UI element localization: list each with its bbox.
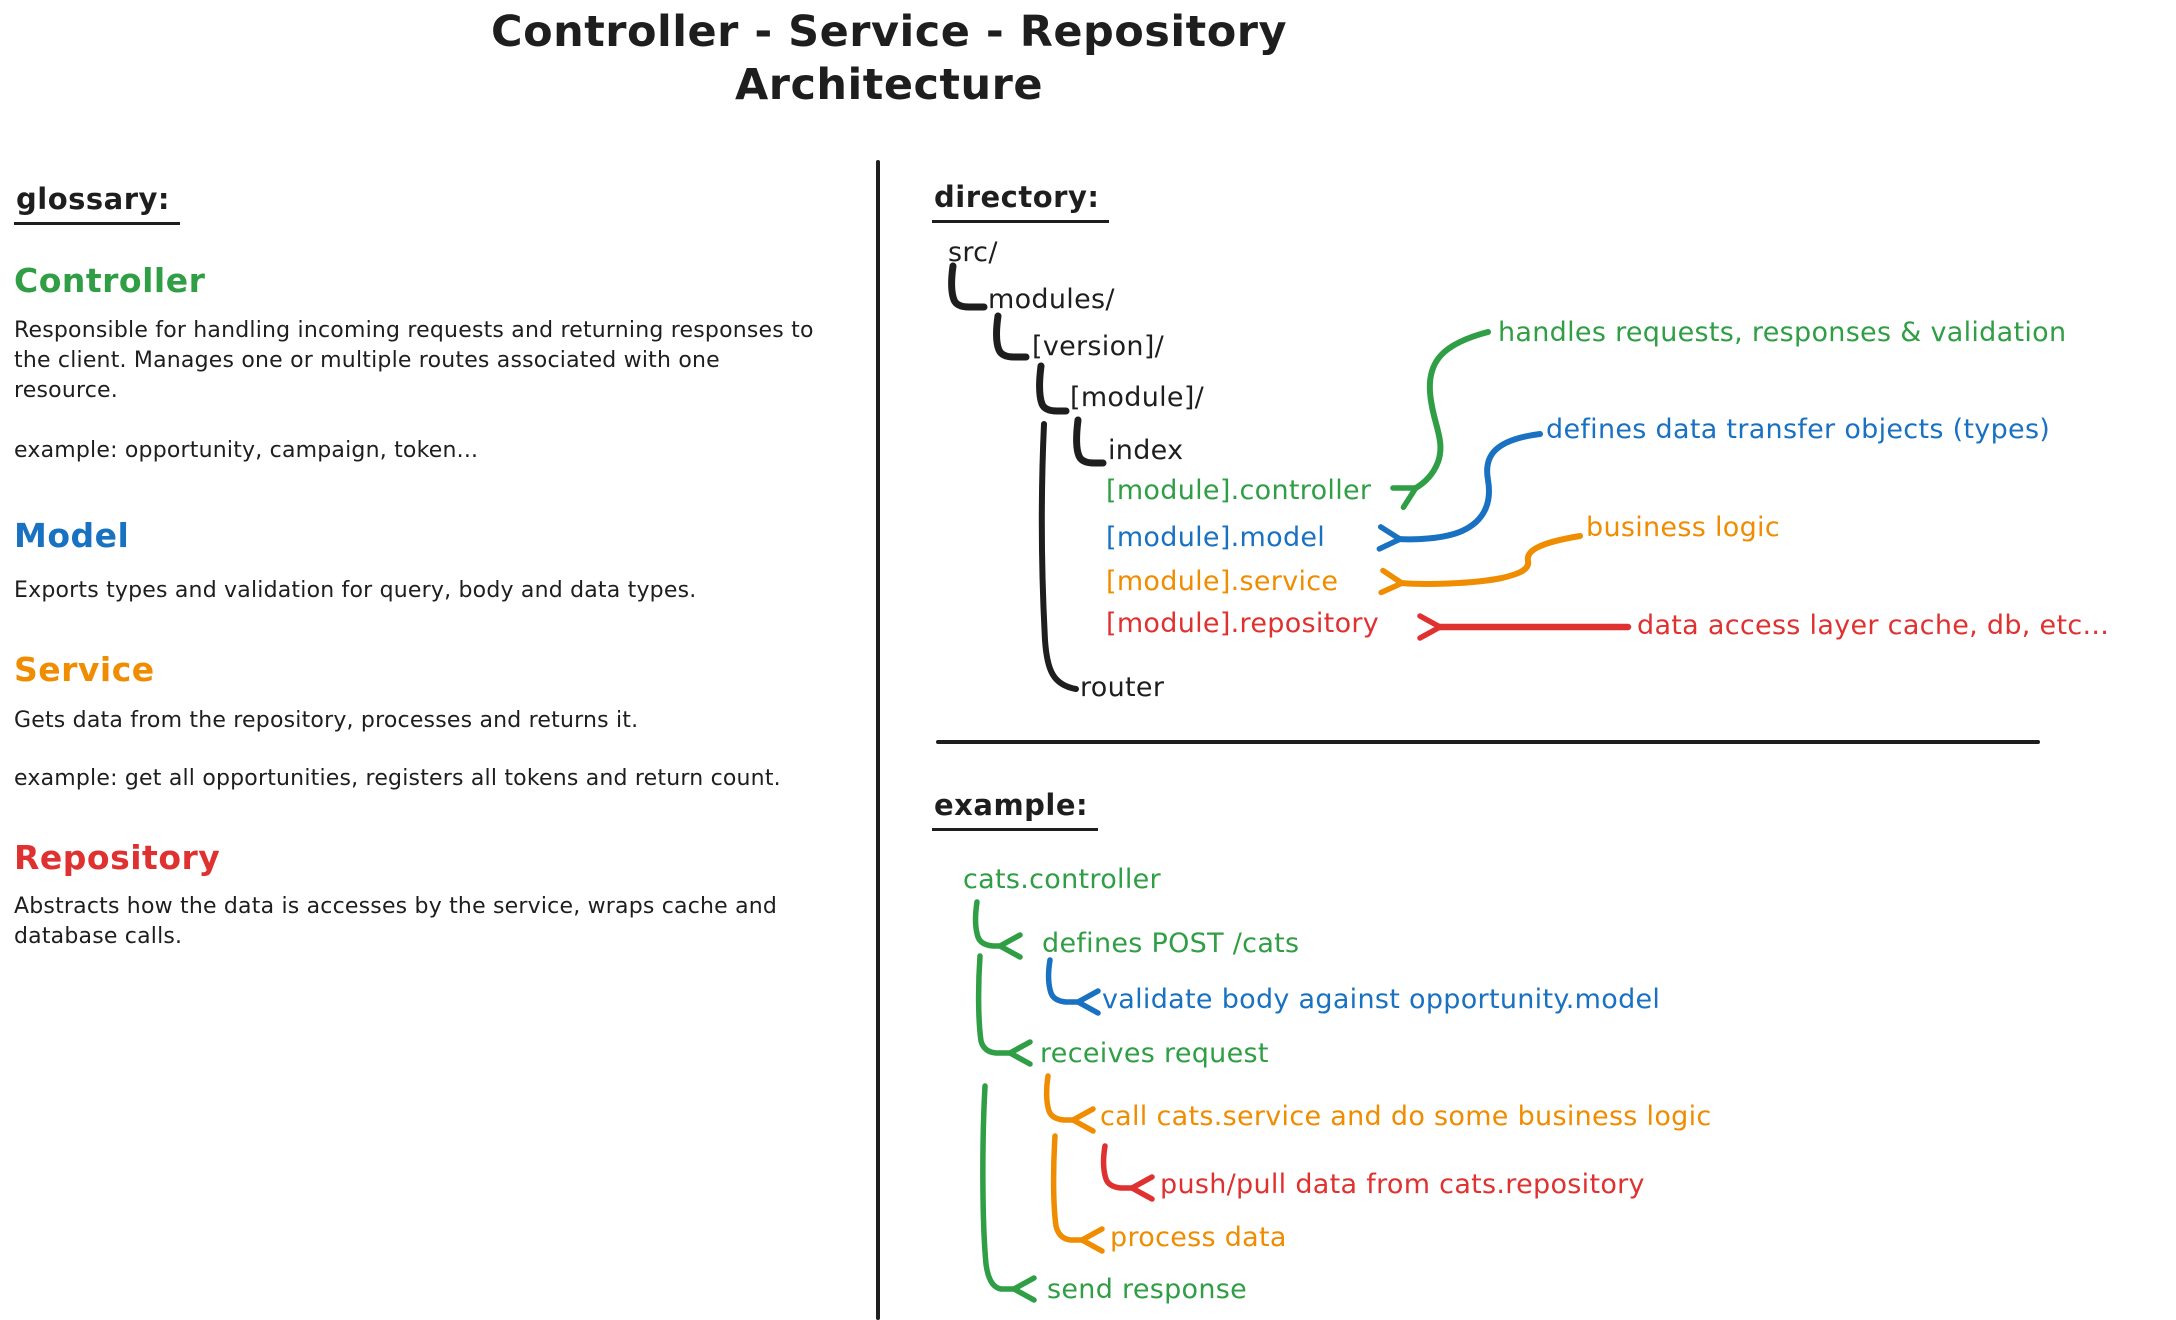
annotation-repository: data access layer cache, db, etc...	[1637, 610, 2110, 641]
example-connector-receives-request-icon	[975, 953, 1033, 1067]
example-connector-defines-post-icon	[972, 899, 1023, 960]
tree-node-version: [version]/	[1032, 331, 1165, 362]
glossary-desc-controller: Responsible for handling incoming reques…	[14, 318, 814, 403]
service-annotation-arrow-icon	[1378, 533, 1583, 596]
glossary-term-model: Model	[14, 516, 130, 555]
glossary-example-controller: example: opportunity, campaign, token...	[14, 438, 479, 463]
tree-file-service: [module].service	[1106, 566, 1339, 597]
tree-node-module: [module]/	[1070, 382, 1205, 413]
example-step-receives-request: receives request	[1040, 1038, 1269, 1069]
example-connector-process-data-icon	[1050, 1133, 1105, 1254]
example-step-push-pull: push/pull data from cats.repository	[1160, 1169, 1645, 1200]
glossary-desc-model: Exports types and validation for query, …	[14, 578, 697, 603]
example-connector-push-pull-icon	[1100, 1143, 1155, 1202]
glossary-term-repository: Repository	[14, 838, 221, 877]
glossary-desc-service: Gets data from the repository, processes…	[14, 708, 639, 733]
example-step-call-service: call cats.service and do some business l…	[1100, 1101, 1712, 1132]
glossary-term-service: Service	[14, 650, 155, 689]
tree-branch-icon-version	[993, 312, 1030, 361]
tree-file-controller: [module].controller	[1106, 475, 1372, 506]
tree-branch-icon-index	[1073, 416, 1107, 467]
example-root: cats.controller	[963, 864, 1161, 895]
page-title-line1: Controller - Service - Repository	[491, 7, 1287, 57]
glossary-term-controller: Controller	[14, 261, 206, 300]
example-connector-call-service-icon	[1043, 1073, 1096, 1134]
horizontal-divider	[936, 740, 2040, 744]
tree-node-modules: modules/	[988, 284, 1115, 315]
annotation-model: defines data transfer objects (types)	[1546, 414, 2051, 445]
example-step-send-response: send response	[1047, 1274, 1248, 1305]
controller-annotation-arrow-icon	[1390, 329, 1491, 511]
example-step-validate-body: validate body against opportunity.model	[1102, 984, 1661, 1015]
example-connector-send-response-icon	[980, 1083, 1037, 1303]
annotation-controller: handles requests, responses & validation	[1498, 317, 2067, 348]
example-heading: example:	[932, 788, 1099, 831]
example-step-defines-post: defines POST /cats	[1042, 928, 1300, 959]
glossary-example-service: example: get all opportunities, register…	[14, 766, 781, 791]
tree-node-index: index	[1108, 435, 1184, 466]
tree-branch-icon-module	[1036, 362, 1070, 415]
directory-heading: directory:	[932, 180, 1110, 223]
page-title-line2: Architecture	[734, 60, 1044, 110]
tree-file-model: [module].model	[1106, 522, 1326, 553]
example-step-process-data: process data	[1110, 1222, 1287, 1253]
glossary-heading: glossary:	[14, 182, 181, 225]
tree-node-src: src/	[948, 237, 998, 268]
tree-branch-icon-modules	[948, 262, 988, 311]
model-annotation-arrow-icon	[1376, 431, 1543, 552]
page-title: Controller - Service - Repository Archit…	[0, 6, 1778, 112]
glossary-desc-repository: Abstracts how the data is accesses by th…	[14, 894, 778, 949]
vertical-divider	[876, 160, 880, 1320]
annotation-service: business logic	[1586, 512, 1780, 543]
tree-file-repository: [module].repository	[1106, 608, 1380, 639]
example-connector-validate-body-icon	[1045, 957, 1101, 1016]
tree-trunk-line	[1038, 421, 1079, 692]
tree-node-router: router	[1080, 672, 1165, 703]
